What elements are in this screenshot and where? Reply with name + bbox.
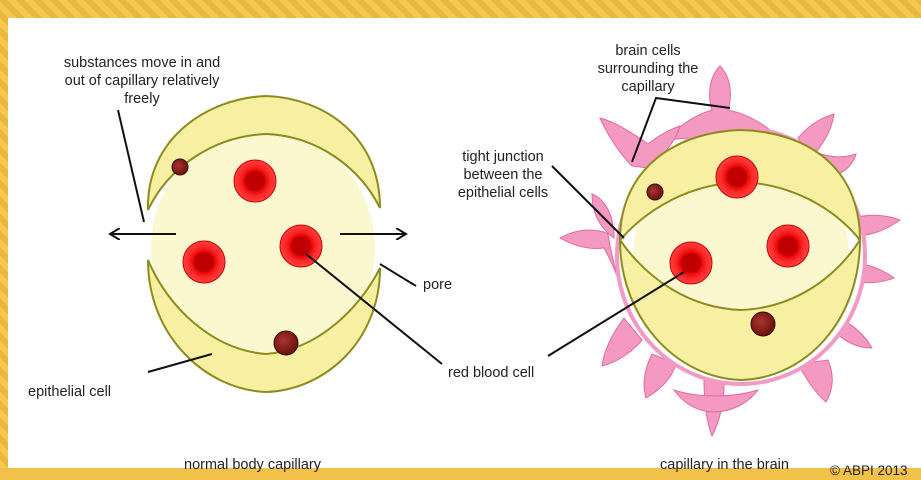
leader-pore xyxy=(380,264,416,286)
normal-rbc-1 xyxy=(234,160,276,202)
brain-rbc-3 xyxy=(767,225,809,267)
label-epithelial-cell: epithelial cell xyxy=(28,383,111,401)
label-substances: substances move in and out of capillary … xyxy=(32,54,252,108)
normal-rbc-2 xyxy=(183,241,225,283)
leader-substances xyxy=(118,110,144,222)
caption-brain-capillary: capillary in the brain xyxy=(660,456,789,474)
label-tight-junction: tight junction between the epithelial ce… xyxy=(438,148,568,202)
brain-rbc-1 xyxy=(716,156,758,198)
label-red-blood-cell: red blood cell xyxy=(448,364,534,382)
normal-capillary xyxy=(110,96,442,392)
normal-nucleus-lower xyxy=(274,331,298,355)
diagram-panel: substances move in and out of capillary … xyxy=(8,18,921,468)
label-pore: pore xyxy=(423,276,452,294)
label-brain-cells: brain cells surrounding the capillary xyxy=(568,42,728,96)
brain-capillary xyxy=(548,66,900,436)
brain-nucleus-lower xyxy=(751,312,775,336)
caption-normal-capillary: normal body capillary xyxy=(184,456,321,474)
normal-nucleus-upper xyxy=(172,159,188,175)
brain-nucleus-upper xyxy=(647,184,663,200)
copyright-notice: © ABPI 2013 xyxy=(830,462,908,480)
